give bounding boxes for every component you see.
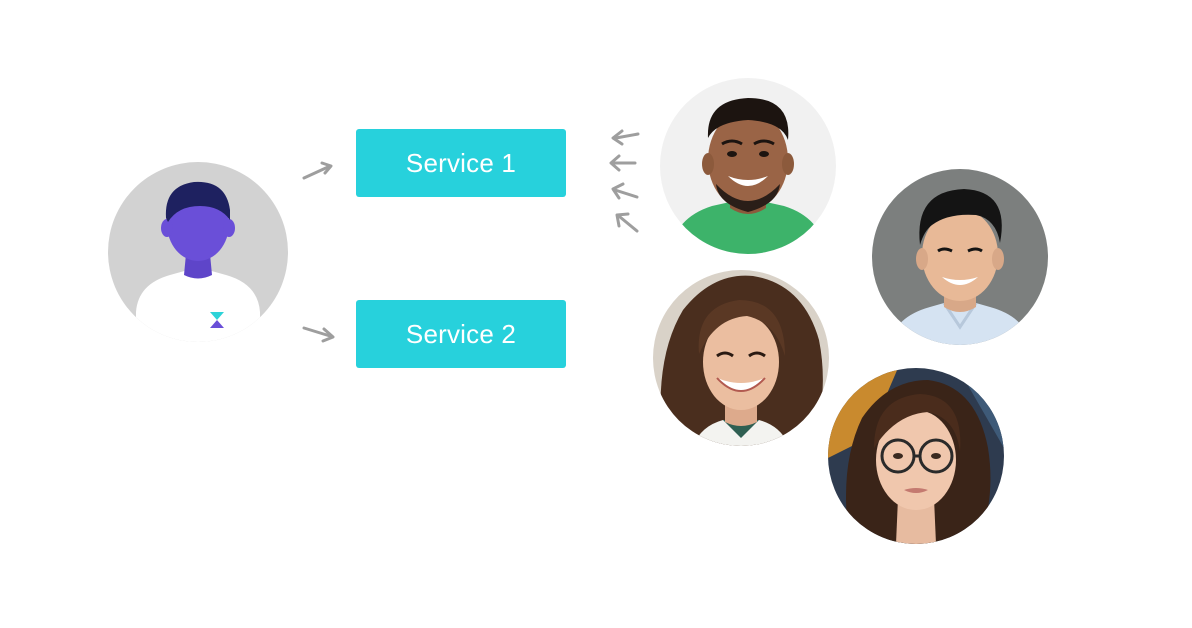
- service-1-label: Service 1: [405, 147, 517, 178]
- service-2-label: Service 2: [405, 318, 517, 349]
- user-avatar-icon: [108, 162, 288, 342]
- person-photo-woman-curly-hair: [653, 270, 829, 446]
- arrow-to-service-1-icon: [300, 158, 340, 188]
- person-photo-man-light-shirt: [872, 169, 1048, 345]
- arrow-into-service-1-icon: [600, 148, 640, 178]
- arrow-into-service-1-icon: [606, 207, 646, 237]
- arrow-to-service-2-icon: [300, 320, 340, 350]
- service-1-box: Service 1: [356, 129, 566, 197]
- person-photo-woman-glasses: [828, 368, 1004, 544]
- arrow-into-service-1-icon: [603, 177, 643, 207]
- arrow-into-service-1-icon: [604, 122, 644, 152]
- person-photo-man-green-shirt: [660, 78, 836, 254]
- service-2-box: Service 2: [356, 300, 566, 368]
- logo-icon: [210, 312, 224, 328]
